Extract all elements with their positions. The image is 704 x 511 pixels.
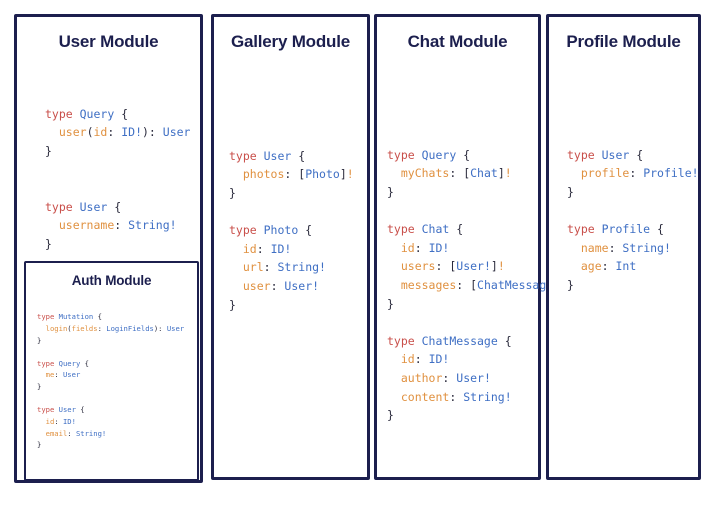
module-panel-auth[interactable]: Auth Module type Mutation { login(fields…	[24, 261, 199, 481]
module-panel-gallery[interactable]: Gallery Module type User { photos: [Phot…	[211, 14, 370, 480]
code-block-gallery: type User { photos: [Photo]! } type Phot…	[229, 148, 354, 312]
panel-title-gallery: Gallery Module	[230, 32, 351, 51]
panel-title-chat: Chat Module	[407, 32, 508, 51]
module-panel-profile[interactable]: Profile Module type User { profile: Prof…	[546, 14, 701, 480]
panel-title-profile: Profile Module	[566, 32, 681, 51]
code-block-chat: type Query { myChats: [Chat]! } type Cha…	[387, 147, 567, 423]
panel-title-user: User Module	[58, 32, 159, 51]
module-panel-user[interactable]: User Module type Query { user(id: ID!): …	[14, 14, 203, 483]
module-panel-chat[interactable]: Chat Module type Query { myChats: [Chat]…	[374, 14, 567, 480]
panel-title-auth: Auth Module	[71, 273, 152, 288]
code-block-auth: type Mutation { login(fields: LoginField…	[37, 312, 185, 450]
code-block-user: type Query { user(id: ID!): User } type …	[45, 106, 191, 251]
code-block-profile: type User { profile: Profile! } type Pro…	[567, 147, 699, 292]
